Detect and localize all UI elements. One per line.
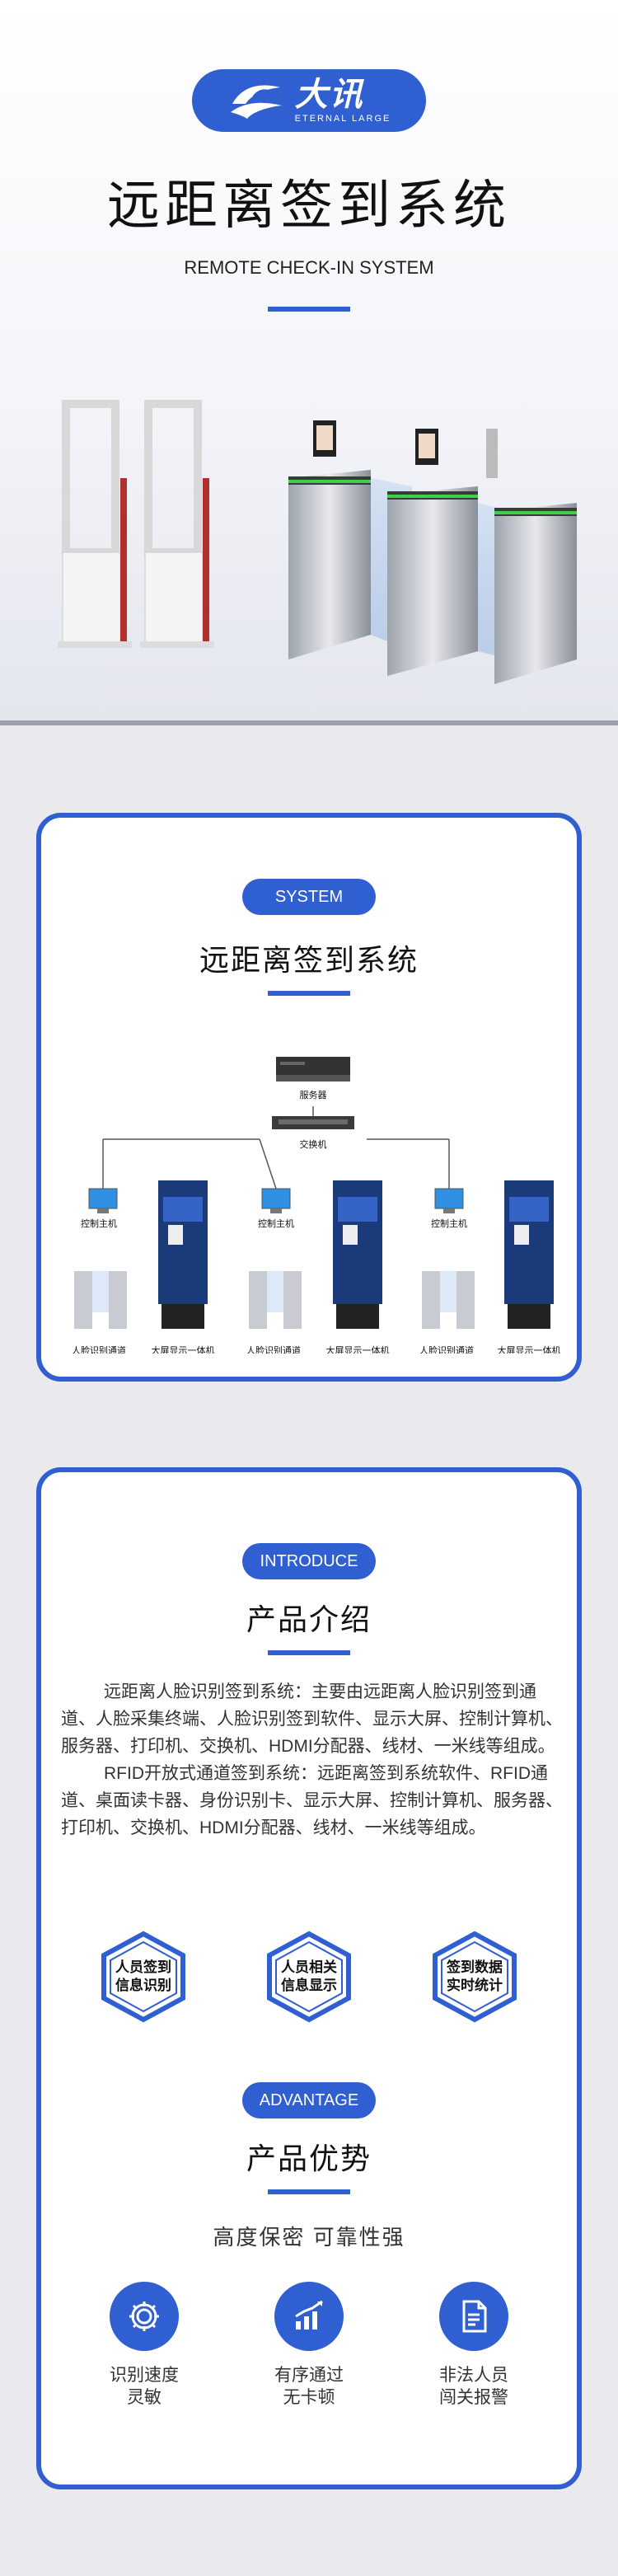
hexagon-icon (101, 1931, 185, 2023)
system-divider (268, 991, 350, 996)
intro-title: 产品介绍 (246, 1603, 372, 1637)
server-label: 服务器 (300, 1090, 327, 1100)
intro-tag: INTRODUCE (242, 1543, 376, 1579)
intro-advantage-card: INTRODUCE 产品介绍 远距离人脸识别签到系统：主要由远距离人脸识别签到通… (36, 1467, 582, 2489)
hero-divider (268, 307, 350, 312)
face-gate-cluster (288, 420, 577, 684)
gate-label-2: 人脸识别通道 (246, 1344, 301, 1354)
hero-subtitle: REMOTE CHECK-IN SYSTEM (184, 257, 434, 278)
file-icon (462, 2300, 487, 2333)
chart-up-icon (295, 2300, 323, 2330)
system-topology-diagram: 服务器 交换机 控制主机 人脸识别通道 大屏显示一体机 控制主 (72, 1057, 560, 1354)
feature-1-badge (110, 2282, 179, 2351)
hero-banner: 大讯 ETERNAL LARGE 远距离签到系统 REMOTE CHECK-IN… (0, 0, 618, 725)
host-label-1: 控制主机 (81, 1218, 117, 1229)
feature-3-badge (439, 2282, 508, 2351)
switch-node: 交换机 (272, 1116, 354, 1150)
intro-paragraph-1: 远距离人脸识别签到系统：主要由远距离人脸识别签到通道、人脸采集终端、人脸识别签到… (61, 1682, 563, 1756)
hex-label-3: 签到数据实时统计 (447, 1959, 503, 1993)
topology-group-3: 控制主机 人脸识别通道 大屏显示一体机 (419, 1180, 560, 1354)
gate-label-3: 人脸识别通道 (419, 1344, 474, 1354)
rfid-gate-left (58, 400, 132, 648)
server-node: 服务器 (276, 1057, 350, 1100)
feature-2-badge (274, 2282, 344, 2351)
system-card: SYSTEM 远距离签到系统 服务器 交换机 控 (36, 813, 582, 1382)
feature-1-line1: 识别速度 (110, 2366, 179, 2385)
hexagon-icon (433, 1931, 517, 2023)
hexagon-icon (267, 1931, 351, 2023)
feature-3-line2: 闯关报警 (439, 2388, 508, 2407)
intro-paragraph-2: RFID开放式通道签到系统：远距离签到系统软件、RFID通道、桌面读卡器、身份识… (61, 1764, 563, 1837)
intro-divider (268, 1650, 350, 1655)
hex-label-2: 人员相关信息显示 (281, 1959, 337, 1993)
screen-label-2: 大屏显示一体机 (326, 1344, 390, 1354)
advantage-title: 产品优势 (246, 2142, 372, 2176)
brand-logo: 大讯 ETERNAL LARGE (192, 69, 426, 132)
switch-label: 交换机 (300, 1138, 327, 1150)
advantage-subtitle: 高度保密 可靠性强 (213, 2225, 405, 2250)
system-tag: SYSTEM (242, 879, 376, 915)
gear-icon (129, 2302, 159, 2331)
feature-3: 非法人员 闯关报警 (412, 2282, 536, 2409)
brand-name-cn: 大讯 (294, 76, 364, 113)
host-label-3: 控制主机 (431, 1218, 467, 1229)
topology-lines (102, 1106, 450, 1189)
rfid-gate-right (140, 400, 214, 648)
intro-body: 远距离人脸识别签到系统：主要由远距离人脸识别签到通道、人脸采集终端、人脸识别签到… (61, 1678, 564, 1842)
brand-logo-icon (230, 85, 282, 119)
gate-label-1: 人脸识别通道 (72, 1344, 126, 1354)
hero-title: 远距离签到系统 (107, 176, 511, 237)
hex-badge-1: 人员签到信息识别 (97, 1931, 190, 2023)
host-label-2: 控制主机 (258, 1218, 294, 1229)
hex-badge-3: 签到数据实时统计 (428, 1931, 521, 2023)
hex-badge-2: 人员相关信息显示 (263, 1931, 355, 2023)
topology-group-2: 控制主机 人脸识别通道 大屏显示一体机 (246, 1180, 390, 1354)
brand-name-en: ETERNAL LARGE (294, 113, 391, 124)
advantage-divider (268, 2189, 350, 2194)
screen-label-1: 大屏显示一体机 (152, 1344, 215, 1354)
advantage-tag: ADVANTAGE (242, 2082, 376, 2119)
system-title: 远距离签到系统 (199, 944, 419, 978)
topology-group-1: 控制主机 人脸识别通道 大屏显示一体机 (72, 1180, 215, 1354)
feature-2: 有序通过 无卡顿 (247, 2282, 371, 2409)
feature-1-line2: 灵敏 (127, 2388, 162, 2407)
feature-2-line2: 无卡顿 (283, 2388, 335, 2407)
screen-label-3: 大屏显示一体机 (498, 1344, 561, 1354)
hex-label-1: 人员签到信息识别 (115, 1959, 171, 1993)
feature-1: 识别速度 灵敏 (82, 2282, 206, 2409)
feature-2-line1: 有序通过 (274, 2366, 344, 2385)
hero-product-image (58, 400, 577, 684)
feature-3-line1: 非法人员 (439, 2366, 508, 2385)
